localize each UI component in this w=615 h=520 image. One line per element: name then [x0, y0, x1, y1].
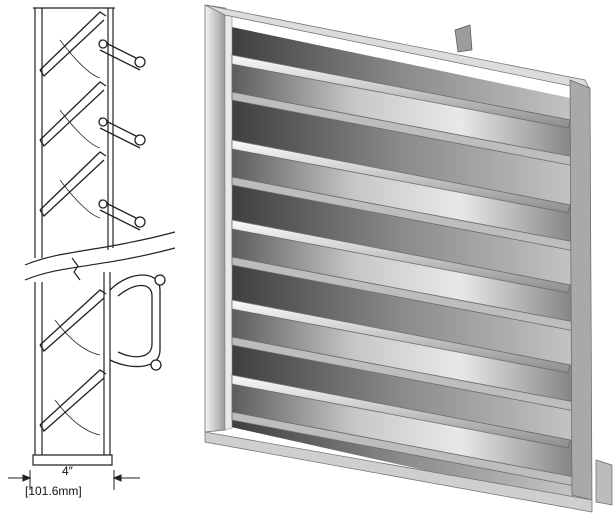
dimension-label-mm: [101.6mm]	[25, 484, 82, 498]
section-drawing	[8, 7, 176, 490]
dimension-label-inches: 4″	[62, 464, 73, 478]
louver-render	[204, 4, 613, 513]
